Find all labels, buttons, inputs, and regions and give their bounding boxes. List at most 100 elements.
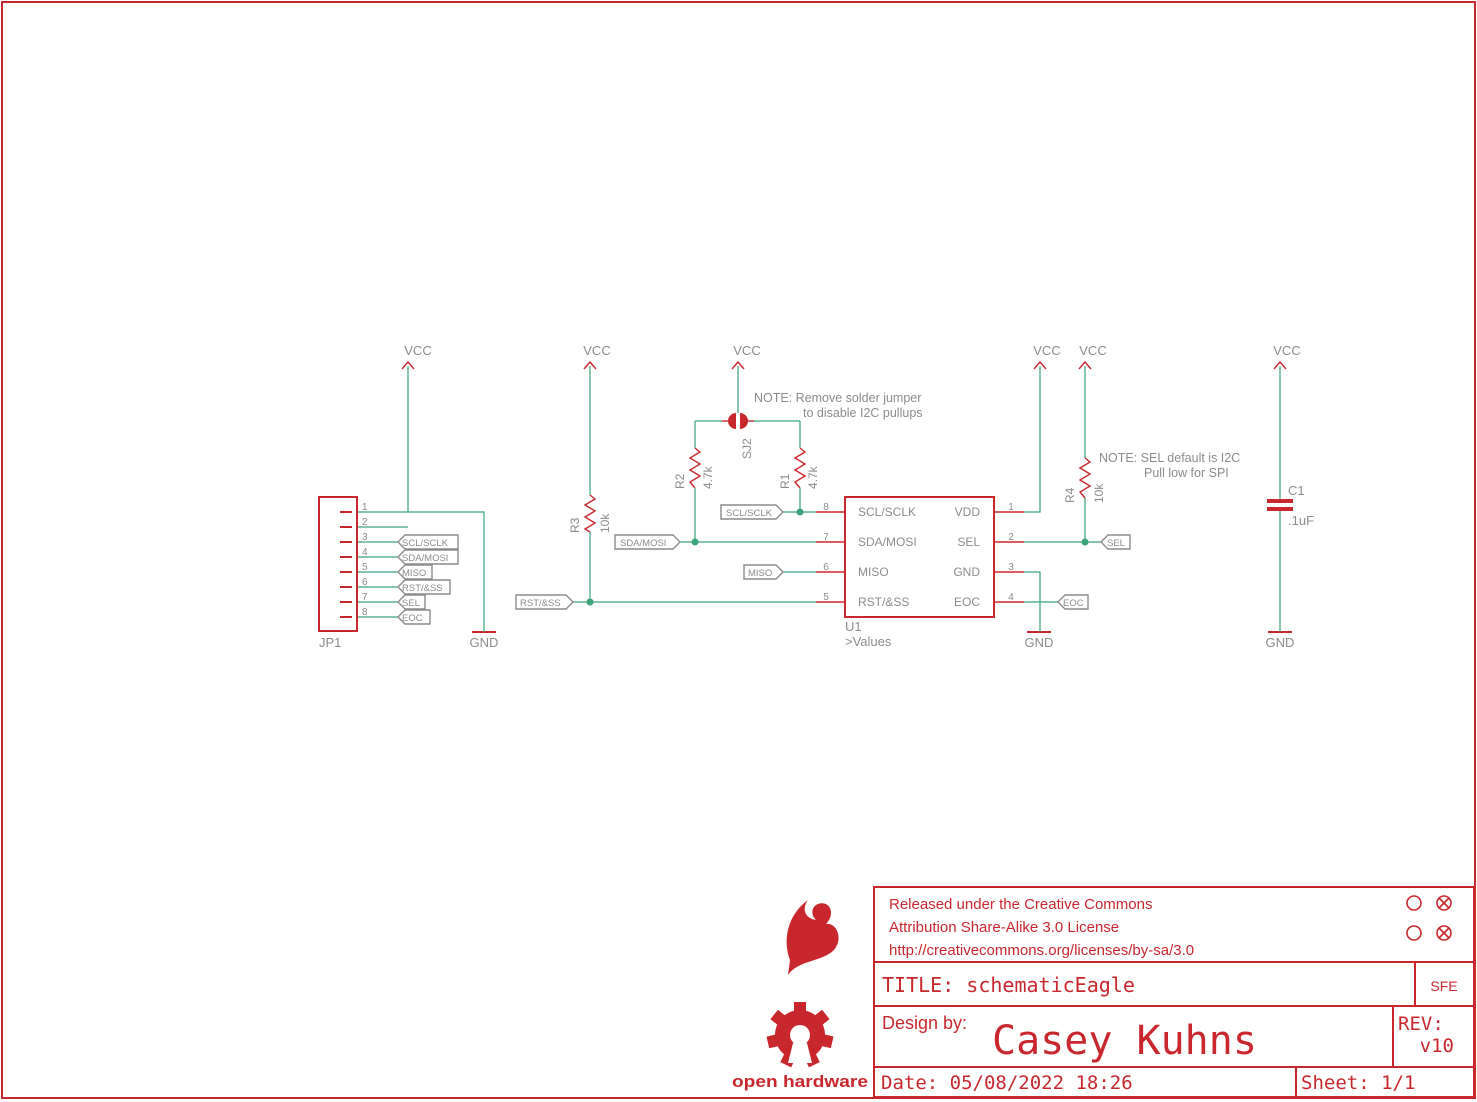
svg-text:EOC: EOC	[1063, 598, 1084, 609]
gnd-label: GND	[1266, 635, 1295, 650]
license-line2: Attribution Share-Alike 3.0 License	[889, 919, 1119, 936]
r2-ref: R2	[673, 473, 687, 489]
vcc-label: VCC	[733, 343, 760, 358]
vcc-label: VCC	[404, 343, 431, 358]
u1-pin-number: 5	[823, 592, 829, 603]
r4-ref: R4	[1063, 487, 1077, 503]
u1-pin-number: 1	[1008, 502, 1014, 513]
u1-pin-number: 3	[1008, 562, 1014, 573]
u1-pin-number: 6	[823, 562, 829, 573]
r1-ref: R1	[778, 473, 792, 489]
u1-pin-name: VDD	[955, 505, 981, 519]
junction-dot	[691, 538, 699, 546]
date-label: Date: 05/08/2022 18:26	[881, 1072, 1133, 1094]
design-by-label: Design by:	[882, 1013, 967, 1033]
resistor-r4: R4 10k	[1063, 457, 1106, 503]
gnd-label: GND	[470, 635, 499, 650]
net-flag-sel: SEL	[1100, 534, 1131, 550]
solder-jumper-sj2: SJ2	[722, 413, 754, 459]
net-flag-sel: SEL	[397, 594, 426, 610]
net-flag-miso: MISO	[743, 564, 784, 580]
vcc-label: VCC	[1079, 343, 1106, 358]
note-sel-line2: Pull low for SPI	[1144, 466, 1229, 480]
jp1-pin-number: 1	[362, 502, 368, 513]
gnd-label: GND	[1025, 635, 1054, 650]
c1-ref: C1	[1288, 483, 1305, 498]
u1-pin-number: 8	[823, 502, 829, 513]
svg-text:RST/&SS: RST/&SS	[520, 598, 561, 609]
jp1-ref: JP1	[319, 635, 341, 650]
svg-text:SEL: SEL	[1107, 538, 1125, 549]
oshw-label: open hardware	[732, 1072, 868, 1091]
r2-value: 4.7k	[701, 465, 715, 489]
net-flag-miso: MISO	[397, 564, 433, 580]
cc-cross-icon	[1436, 895, 1452, 911]
svg-text:SDA/MOSI: SDA/MOSI	[620, 538, 666, 549]
wires	[356, 366, 1281, 632]
jp1-pin-number: 8	[362, 607, 368, 618]
resistor-r2: R2 4.7k	[673, 447, 715, 489]
gnd-symbol-jp1: GND	[470, 631, 499, 650]
license-line1: Released under the Creative Commons	[889, 896, 1152, 913]
jp1-pin-number: 4	[362, 547, 368, 558]
vcc-symbol-c1: VCC	[1273, 343, 1301, 370]
jp1-pin-markers	[340, 511, 352, 618]
svg-text:SDA/MOSI: SDA/MOSI	[402, 553, 448, 564]
vcc-label: VCC	[583, 343, 610, 358]
jp1-pin-number: 3	[362, 532, 368, 543]
u1-value: >Values	[845, 634, 892, 649]
vcc-symbol-u1: VCC	[1033, 343, 1061, 370]
junction-dot	[1081, 538, 1089, 546]
jp1-pin-number: 6	[362, 577, 368, 588]
u1-pin-name: SCL/SCLK	[858, 505, 916, 519]
gnd-symbol-c1: GND	[1266, 631, 1295, 650]
company-code: SFE	[1430, 978, 1457, 994]
u1-pin-name: SEL	[957, 535, 980, 549]
r1-value: 4.7k	[806, 465, 820, 489]
junctions	[586, 508, 1089, 606]
jp1-pin-number: 7	[362, 592, 368, 603]
rev-value: v10	[1420, 1035, 1454, 1057]
note-jumper-line2: to disable I2C pullups	[803, 406, 923, 420]
net-flag-sda: SDA/MOSI	[614, 534, 681, 550]
capacitor-c1: C1 .1uF	[1267, 483, 1314, 528]
cc-circle-icon	[1406, 925, 1422, 941]
r3-ref: R3	[568, 517, 582, 533]
vcc-symbol-sj2: VCC	[731, 343, 761, 370]
svg-text:EOC: EOC	[402, 613, 423, 624]
vcc-label: VCC	[1273, 343, 1300, 358]
gnd-symbol-u1: GND	[1025, 631, 1054, 650]
u1-pin-name: MISO	[858, 565, 889, 579]
cc-circle-icon	[1406, 895, 1422, 911]
resistor-r3: R3 10k	[568, 494, 612, 533]
ic-u1: 8 7 6 5 1 2 3 4 SCL/SCLK SDA/MOSI MISO R…	[816, 496, 1024, 649]
jp1-net-flags: SCL/SCLK SDA/MOSI MISO RST/&SS SEL EOC	[397, 534, 459, 625]
net-flag-scl: SCL/SCLK	[397, 534, 459, 550]
net-flag-scl: SCL/SCLK	[720, 504, 784, 520]
jp1-pin-number: 2	[362, 517, 368, 528]
r4-value: 10k	[1092, 483, 1106, 503]
sj2-ref: SJ2	[740, 438, 754, 459]
net-flag-rst: RST/&SS	[397, 579, 451, 595]
sheet-label: Sheet: 1/1	[1301, 1072, 1415, 1094]
vcc-symbol-r4: VCC	[1078, 343, 1107, 370]
net-flag-eoc: EOC	[397, 609, 431, 625]
svg-text:SCL/SCLK: SCL/SCLK	[726, 508, 773, 519]
r3-value: 10k	[598, 513, 612, 533]
cc-icons	[1406, 895, 1452, 941]
u1-pin-name: GND	[953, 565, 980, 579]
vcc-symbol-jp1: VCC	[401, 343, 432, 370]
u1-ref: U1	[845, 619, 862, 634]
cc-cross-icon	[1436, 925, 1452, 941]
net-flag-sda: SDA/MOSI	[397, 549, 459, 565]
title-block: Released under the Creative Commons Attr…	[873, 886, 1475, 1098]
junction-dot	[796, 508, 804, 516]
svg-text:MISO: MISO	[402, 568, 426, 579]
resistor-r1: R1 4.7k	[778, 447, 820, 489]
u1-pin-number: 2	[1008, 532, 1014, 543]
net-flag-eoc: EOC	[1057, 594, 1089, 610]
sparkfun-flame-logo	[786, 900, 839, 975]
u1-pin-number: 7	[823, 532, 829, 543]
